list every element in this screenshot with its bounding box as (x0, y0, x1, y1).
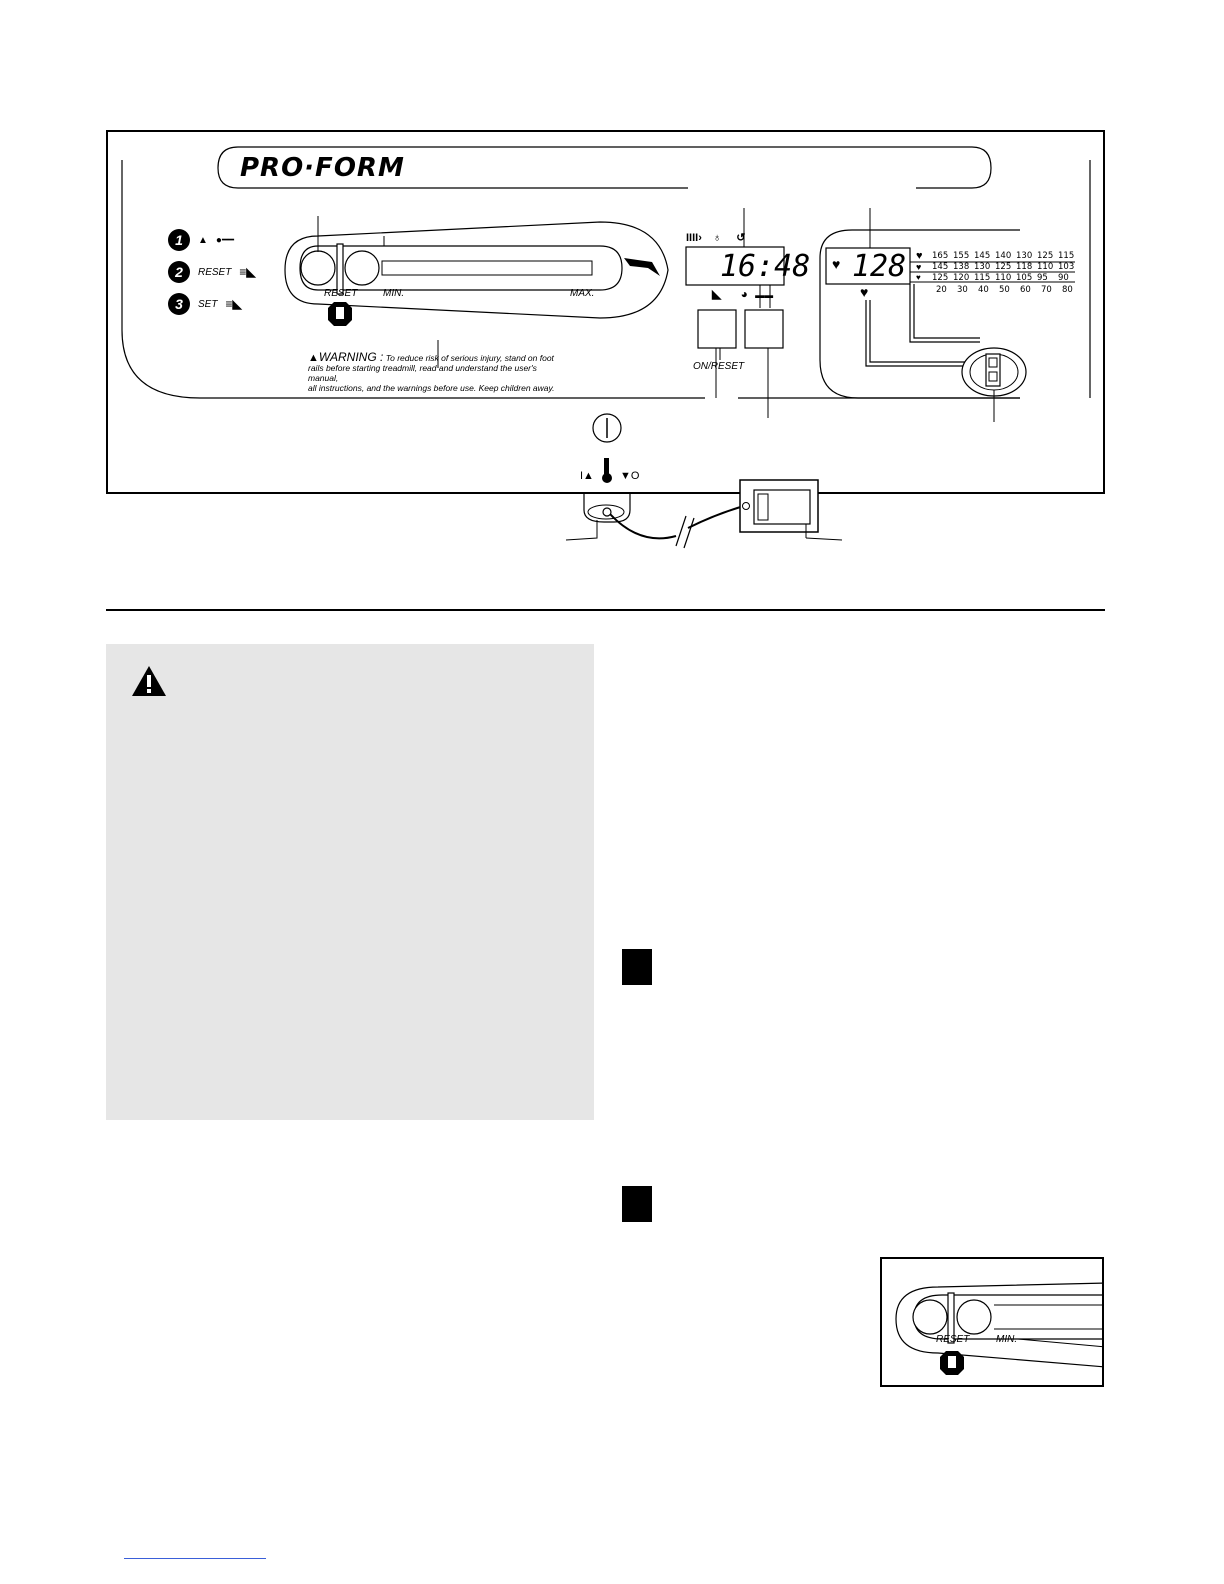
age-cell: 80 (1062, 285, 1073, 295)
inset-min-label: MIN. (996, 1334, 1018, 1345)
hr-cell: 125 (1037, 250, 1054, 261)
step-box (622, 949, 652, 985)
console-linework (121, 146, 1091, 549)
warning-line-1: To reduce risk of serious injury, stand … (385, 353, 554, 363)
hr-cell: 118 (1016, 261, 1033, 272)
hr-cell: 155 (953, 250, 970, 261)
age-cell: 40 (978, 285, 989, 295)
hr-cell: 138 (953, 261, 970, 272)
inset-reset-label: RESET (936, 1334, 970, 1345)
key-right-label: ▼O (620, 470, 640, 482)
hr-row: ♥ 145 138 130 125 118 110 103 (916, 261, 1083, 272)
speed-icon: ◣ (712, 287, 722, 301)
power-button[interactable] (593, 414, 621, 442)
warning-triangle-icon (132, 666, 166, 696)
display-top-icons: IIII› ♁ ↺ (686, 231, 745, 244)
on-reset-button[interactable] (698, 310, 736, 348)
console-diagram (106, 130, 1105, 494)
warning-line-2: rails before starting treadmill, read an… (308, 363, 537, 383)
clock-icon: ◕ (740, 287, 748, 301)
hr-cell: 120 (953, 272, 970, 283)
step-number: 3 (168, 293, 190, 315)
step-list: 1 ▲ ●━━ 2 RESET ≡◣ 3 SET ≡◣ (168, 224, 256, 320)
step-2: 2 RESET ≡◣ (168, 256, 256, 288)
time-display: 16:48 (720, 249, 811, 284)
scan-icon: ▬▬ (755, 290, 774, 300)
hr-cell: 115 (974, 272, 991, 283)
age-cell: 50 (999, 285, 1010, 295)
footer-link-underline (124, 1558, 266, 1559)
safety-key[interactable] (740, 480, 818, 532)
warning-line-3: all instructions, and the warnings befor… (308, 383, 555, 393)
hr-cell: 125 (995, 261, 1012, 272)
hr-cell: 130 (1016, 250, 1033, 261)
hr-cell: 145 (974, 250, 991, 261)
heart-icon: ♥ (916, 261, 922, 272)
speed-icon: ≡◣ (239, 265, 256, 279)
speed-slider-knob[interactable] (345, 251, 381, 287)
brand-logo: PRO·FORM (240, 153, 405, 183)
calories-icon: ♁ (712, 232, 722, 244)
hr-cell: 115 (1058, 250, 1075, 261)
age-row: 20 30 40 50 60 70 80 (916, 284, 1083, 296)
step-label: SET (198, 298, 218, 310)
hr-row: ♥ 125 120 115 110 105 95 90 (916, 272, 1083, 283)
reset-label: RESET (324, 288, 358, 299)
step-box (622, 1186, 652, 1222)
min-label: MIN. (383, 288, 405, 299)
step-number: 2 (168, 261, 190, 283)
hr-cell: 125 (932, 272, 949, 283)
reset-inset-figure: RESET MIN. (880, 1257, 1104, 1387)
inset-linework (895, 1282, 1102, 1375)
reset-button[interactable] (300, 251, 336, 287)
step-1: 1 ▲ ●━━ (168, 224, 256, 256)
distance-icon: IIII› (686, 232, 702, 244)
hr-cell: 90 (1058, 272, 1069, 283)
hr-cell: 95 (1037, 272, 1048, 283)
age-cell: 60 (1020, 285, 1031, 295)
key-icon: ●━━ (215, 234, 234, 246)
display-button[interactable] (745, 310, 783, 348)
display-bottom-icons: ◣ ◕ ▬▬ (712, 287, 773, 301)
hr-cell: 140 (995, 250, 1012, 261)
age-cell: 20 (936, 285, 947, 295)
heart-icon: ♥ (916, 249, 923, 262)
heart-icon: ♥ (916, 273, 921, 282)
warning-title: WARNING : (318, 350, 384, 364)
hr-cell: 110 (1037, 261, 1054, 272)
hr-cell: 103 (1058, 261, 1075, 272)
key-left-label: I▲ (580, 470, 594, 482)
heart-rate-table: ♥ 165 155 145 140 130 125 115 ♥ 145 138 … (916, 250, 1083, 296)
age-cell: 30 (957, 285, 968, 295)
pulse-sensor[interactable] (964, 350, 1024, 396)
section-divider (106, 609, 1105, 611)
hr-cell: 105 (1016, 272, 1033, 283)
age-cell: 70 (1041, 285, 1052, 295)
on-reset-label: ON/RESET (693, 361, 745, 372)
key-receptacle[interactable] (584, 496, 630, 522)
heart-icon: ♥ (832, 256, 841, 272)
hr-cell: 110 (995, 272, 1012, 283)
max-label: MAX. (570, 288, 595, 299)
heart-rate-display: 128 (852, 249, 907, 284)
step-label: RESET (198, 266, 232, 278)
hr-cell: 145 (932, 261, 949, 272)
step-number: 1 (168, 229, 190, 251)
caution-panel (106, 644, 594, 1120)
warning-label: ▲WARNING : To reduce risk of serious inj… (308, 350, 568, 393)
step-label: ▲ (198, 234, 208, 246)
pulse-heart-icon: ♥ (860, 284, 869, 300)
hr-cell: 165 (932, 250, 949, 261)
warning-icon: ▲ (308, 352, 319, 364)
hr-cell: 130 (974, 261, 991, 272)
step-3: 3 SET ≡◣ (168, 288, 256, 320)
speed-icon: ≡◣ (225, 297, 242, 311)
hr-row: ♥ 165 155 145 140 130 125 115 (916, 249, 1083, 262)
laps-icon: ↺ (736, 232, 746, 244)
